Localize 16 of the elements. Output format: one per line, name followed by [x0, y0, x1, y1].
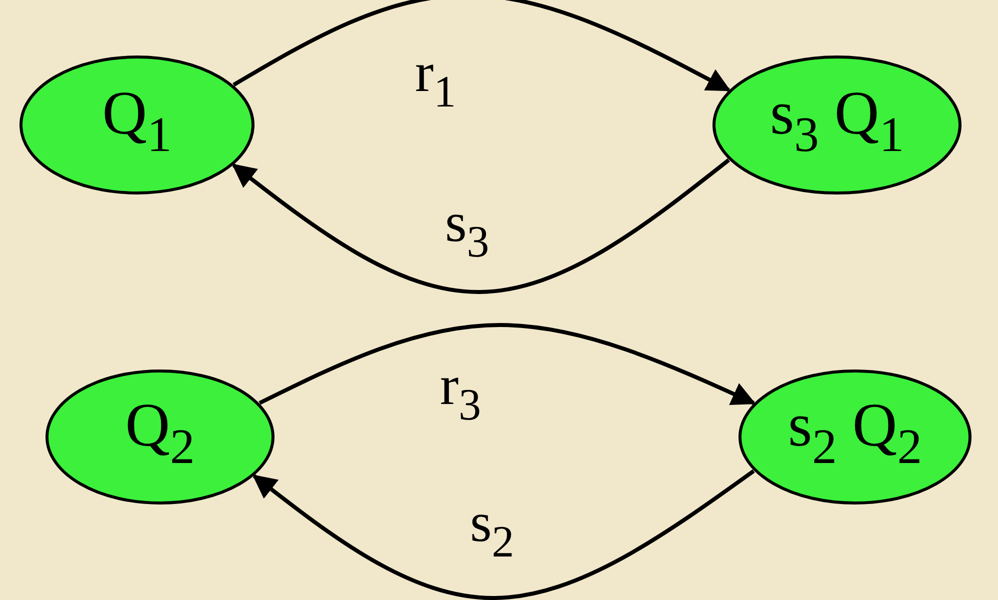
arrow	[252, 469, 755, 600]
edge-label: s$_{3}$	[445, 195, 490, 264]
ellipse-node	[712, 55, 962, 195]
edge-label: r$_{3}$	[440, 358, 482, 428]
node-label: Q$_{2}$	[124, 394, 196, 472]
ellipse-node	[738, 369, 972, 505]
arrow	[232, 0, 731, 92]
ellipse-node	[19, 55, 255, 195]
arrow	[258, 323, 756, 405]
node-label: s$_{3}$ Q$_{1}$	[768, 82, 905, 160]
edge-label: s$_{2}$	[470, 495, 514, 564]
edge-label: r$_{1}$	[415, 45, 456, 114]
node-label: Q$_{1}$	[101, 82, 173, 160]
node-label: s$_{2}$ Q$_{2}$	[786, 394, 923, 472]
arrow	[232, 158, 730, 294]
ellipse-node	[45, 369, 275, 505]
